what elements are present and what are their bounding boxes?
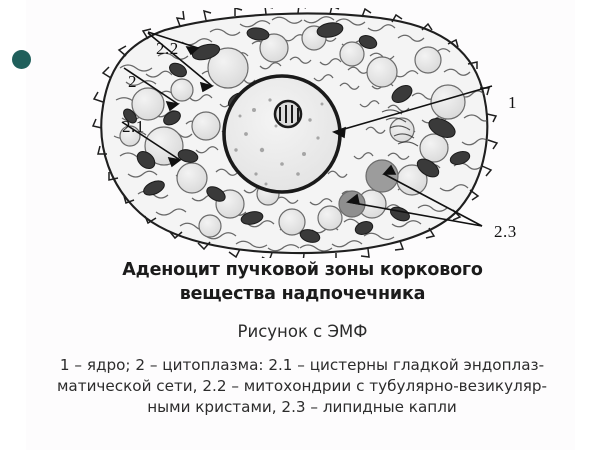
figure-legend: 1 – ядро; 2 – цитоплазма: 2.1 – цистерны… bbox=[36, 355, 568, 418]
chromatin-speckles bbox=[234, 98, 324, 186]
nucleus bbox=[222, 74, 342, 194]
cell-body bbox=[91, 8, 499, 258]
figure-subtitle: Рисунок с ЭМФ bbox=[237, 322, 368, 341]
nucleolus bbox=[273, 99, 303, 129]
callout-label-1-nucleus: 1 bbox=[508, 93, 517, 112]
er-patch-right bbox=[381, 109, 419, 147]
callout-label-2-1-smooth-er: 2.1 bbox=[122, 117, 145, 136]
mitochondria bbox=[123, 22, 471, 243]
adenocyte-diagram: 2.2 2 2.1 1 2.3 bbox=[30, 8, 570, 258]
callout-label-2-3-lipid-droplets: 2.3 bbox=[494, 222, 517, 241]
figure-title-line-1: Аденоцит пучковой зоны коркового bbox=[122, 260, 483, 280]
callout-label-2-cytoplasm: 2 bbox=[128, 72, 137, 91]
adenocyte-svg bbox=[91, 8, 499, 258]
callout-label-2-2-mitochondria: 2.2 bbox=[156, 39, 179, 58]
microvilli bbox=[91, 8, 499, 258]
figure-legend-line-3: ными кристами, 2.3 – липидные капли bbox=[147, 398, 457, 416]
teal-bullet-dot bbox=[12, 50, 31, 69]
figure-legend-line-1: 1 – ядро; 2 – цитоплазма: 2.1 – цистерны… bbox=[59, 356, 545, 374]
figure-legend-line-2: матической сети, 2.2 – митохондрии с туб… bbox=[56, 377, 548, 395]
figure-title: Аденоцит пучковой зоны коркового веществ… bbox=[30, 258, 575, 306]
callout-leaders bbox=[121, 31, 493, 227]
figure-title-line-2: вещества надпочечника bbox=[179, 284, 426, 304]
